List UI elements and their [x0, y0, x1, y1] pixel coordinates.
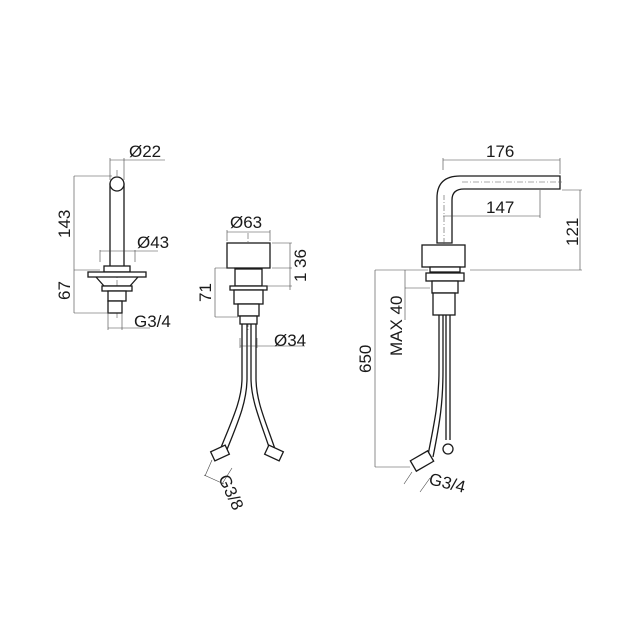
dim-gap: 1: [291, 273, 310, 282]
dim-tip-diameter: Ø22: [129, 142, 161, 161]
dim-height-below-deck: 67: [55, 281, 74, 300]
spout-side-view: [73, 158, 165, 330]
dim-outlet-reach: 147: [486, 198, 514, 217]
dim-shank-diameter: Ø34: [274, 331, 306, 350]
dim-outlet-height: 121: [563, 218, 582, 246]
dim-hose-thread: G3/8: [214, 472, 247, 513]
handle-view: [203, 230, 305, 485]
dim-height-above-deck: 143: [55, 210, 74, 238]
dim-front-thread: G3/4: [427, 469, 467, 496]
dim-hose-length: 650: [356, 345, 375, 373]
dim-body-height: 71: [196, 283, 215, 302]
dim-thread: G3/4: [134, 312, 171, 331]
dim-overall-reach: 176: [486, 142, 514, 161]
dim-handle-height: 36: [291, 249, 310, 268]
dim-max-deck-thickness: MAX 40: [387, 296, 406, 356]
dim-handle-diameter: Ø63: [230, 213, 262, 232]
dim-base-diameter: Ø43: [137, 233, 169, 252]
spout-front-view: [374, 158, 582, 493]
